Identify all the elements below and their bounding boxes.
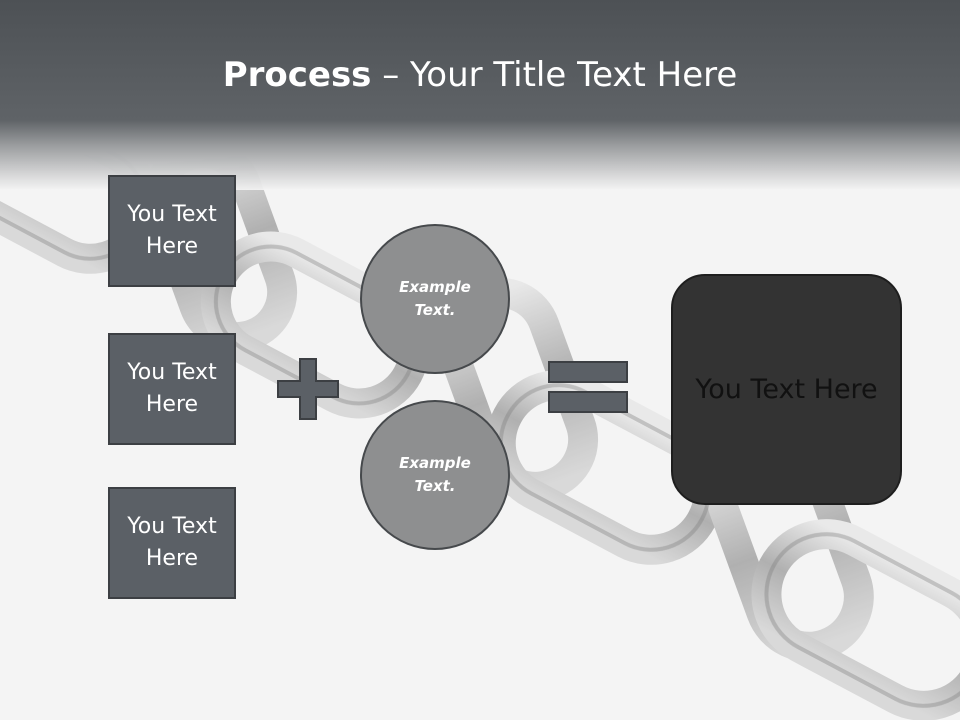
- example-circle-1-line1: Example: [399, 278, 471, 296]
- example-circle-2-line1: Example: [399, 454, 471, 472]
- result-box[interactable]: You Text Here: [671, 274, 902, 505]
- title-bar: [0, 0, 960, 190]
- text-box-1-line2: Here: [145, 234, 199, 259]
- plus-icon: [277, 358, 339, 420]
- text-box-2-line2: Here: [145, 392, 199, 417]
- example-circle-1-line2: Text.: [414, 301, 456, 319]
- slide-title: Process – Your Title Text Here: [0, 50, 960, 100]
- equals-icon: [548, 361, 628, 413]
- text-box-3-line2: Here: [145, 546, 199, 571]
- title-bold: Process: [222, 55, 372, 95]
- text-box-1-line1: You Text: [127, 202, 217, 227]
- text-box-2-line1: You Text: [127, 360, 217, 385]
- result-text: You Text Here: [695, 374, 878, 405]
- example-circle-2-line2: Text.: [414, 477, 456, 495]
- text-box-3-line1: You Text: [127, 514, 217, 539]
- title-rest: – Your Title Text Here: [371, 55, 738, 95]
